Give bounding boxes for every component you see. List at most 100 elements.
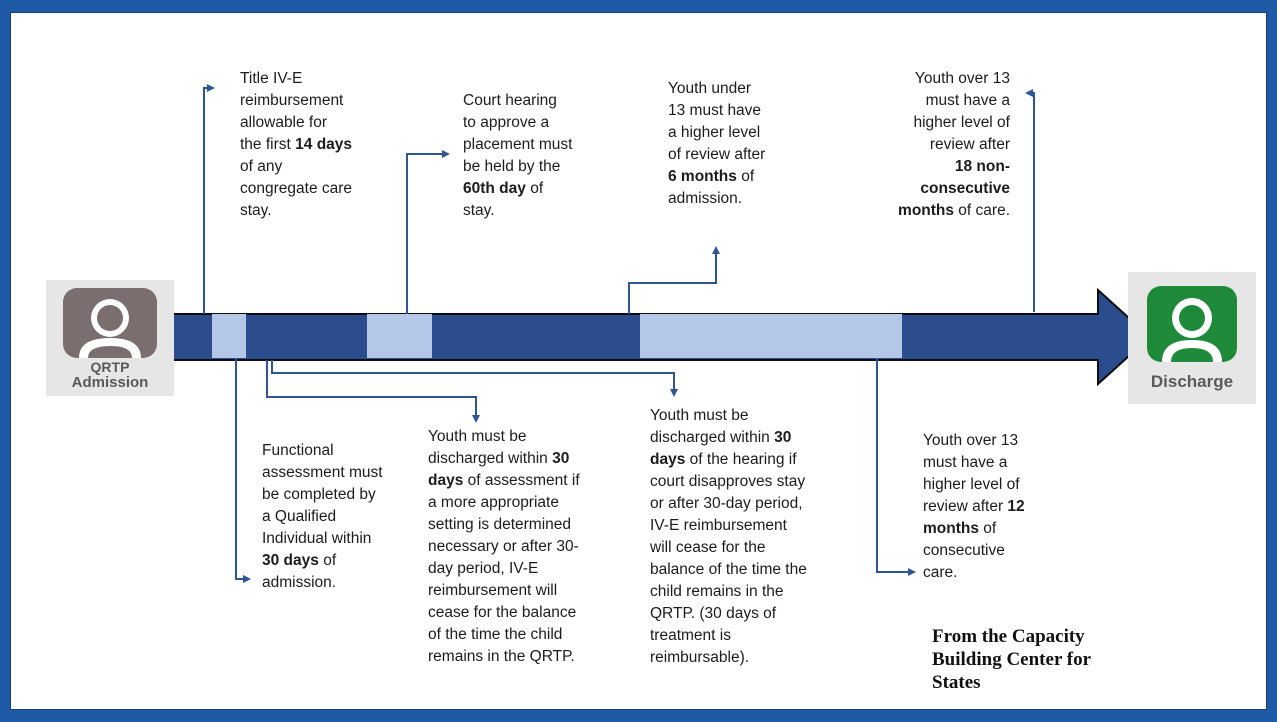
note-line: consecutive [923, 540, 1053, 562]
note-text: review after [923, 498, 1008, 515]
note-line: Title IV-E [240, 68, 380, 90]
note-text: court disapproves stay [650, 473, 806, 490]
note-text: assessment must [262, 464, 383, 481]
note-line: discharged within 30 [428, 448, 603, 470]
note-text: of [525, 180, 544, 197]
admission-label-2: Admission [71, 374, 149, 391]
note-line: Individual within [262, 528, 402, 550]
note-text: will cease for the [650, 539, 766, 556]
note-text: Youth must be [428, 428, 527, 445]
note-text: Youth must be [650, 407, 749, 424]
note-line: days of assessment if [428, 470, 603, 492]
note-text: discharged within [428, 450, 553, 467]
connector-court-hearing [406, 150, 450, 314]
note-text: reimbursement will [428, 582, 558, 599]
emphasis-text: days [650, 451, 686, 468]
note-line: Youth must be [428, 426, 603, 448]
source-credit: From the Capacity Building Center for St… [932, 625, 1172, 694]
note-text: congregate care [240, 180, 353, 197]
note-line: allowable for [240, 112, 380, 134]
note-line: 30 days of [262, 550, 402, 572]
person-icon [63, 288, 157, 358]
note-line: day period, IV-E [428, 558, 603, 580]
note-line: months of [923, 518, 1053, 540]
note-line: assessment must [262, 462, 402, 484]
segment-6-to-12-months [640, 314, 902, 358]
note-line: 13 must have [668, 100, 788, 122]
note-line: of any [240, 156, 380, 178]
note-line: a higher level [668, 122, 788, 144]
person-icon [1147, 286, 1237, 362]
note-text: of the time the child [428, 626, 563, 643]
note-text: higher level of [923, 476, 1020, 493]
note-line: remains in the QRTP. [428, 646, 603, 668]
note-line: be completed by [262, 484, 402, 506]
note-line: months of care. [860, 200, 1010, 222]
note-line: days of the hearing if [650, 449, 840, 471]
emphasis-text: 18 non- [954, 158, 1010, 175]
note-text: to approve a [463, 114, 550, 131]
note-text: necessary or after 30- [428, 538, 579, 555]
note-line: of the time the child [428, 624, 603, 646]
note-text: stay. [463, 202, 495, 219]
note-line: higher level of [923, 474, 1053, 496]
note-line: reimbursable). [650, 647, 840, 669]
note-text: reimbursable). [650, 649, 750, 666]
connector-title-ive [203, 84, 215, 314]
note-line: 6 months of [668, 166, 788, 188]
note-line: care. [923, 562, 1053, 584]
note-line: necessary or after 30- [428, 536, 603, 558]
note-text: must have a [925, 92, 1010, 109]
note-text: discharged within [650, 429, 775, 446]
note-line: Court hearing [463, 90, 603, 112]
discharge-badge: Discharge [1128, 272, 1256, 404]
note-text: remains in the QRTP. [428, 648, 575, 665]
emphasis-text: 30 days [262, 552, 319, 569]
emphasis-text: months [923, 520, 979, 537]
note-text: a more appropriate [428, 494, 559, 511]
note-line: balance of the time the [650, 559, 840, 581]
note-text: of review after [668, 146, 766, 163]
connector-over-13-consec [876, 358, 916, 576]
note-text: Title IV-E [240, 70, 303, 87]
note-text: of [978, 520, 997, 537]
note-line: setting is determined [428, 514, 603, 536]
note-line: discharged within 30 [650, 427, 840, 449]
note-line: child remains in the [650, 581, 840, 603]
connector-under-13 [628, 246, 720, 314]
note-text: allowable for [240, 114, 328, 131]
note-text: of the hearing if [685, 451, 797, 468]
segment-first-14-days [212, 314, 246, 358]
connector-discharge-assessment [266, 360, 480, 423]
note-line: admission. [262, 572, 402, 594]
note-text: Individual within [262, 530, 372, 547]
note-text: setting is determined [428, 516, 572, 533]
note-text: Functional [262, 442, 334, 459]
note-text: QRTP. (30 days of [650, 605, 777, 622]
note-functional-assessment: Functional assessment must be completed by… [262, 440, 402, 594]
note-line: be held by the [463, 156, 603, 178]
note-line: to approve a [463, 112, 603, 134]
note-line: QRTP. (30 days of [650, 603, 840, 625]
note-text: cease for the balance [428, 604, 577, 621]
note-line: IV-E reimbursement [650, 515, 840, 537]
note-line: admission. [668, 188, 788, 210]
emphasis-text: 6 months [668, 168, 737, 185]
note-line: 18 non- [860, 156, 1010, 178]
note-line: of review after [668, 144, 788, 166]
note-line: reimbursement [240, 90, 380, 112]
note-text: of [736, 168, 755, 185]
emphasis-text: 14 days [295, 136, 353, 153]
note-line: treatment is [650, 625, 840, 647]
note-line: will cease for the [650, 537, 840, 559]
emphasis-text: months [898, 202, 954, 219]
note-line: Functional [262, 440, 402, 462]
note-line: reimbursement will [428, 580, 603, 602]
credit-line-3: States [932, 672, 981, 693]
connector-discharge-hearing [271, 360, 678, 397]
